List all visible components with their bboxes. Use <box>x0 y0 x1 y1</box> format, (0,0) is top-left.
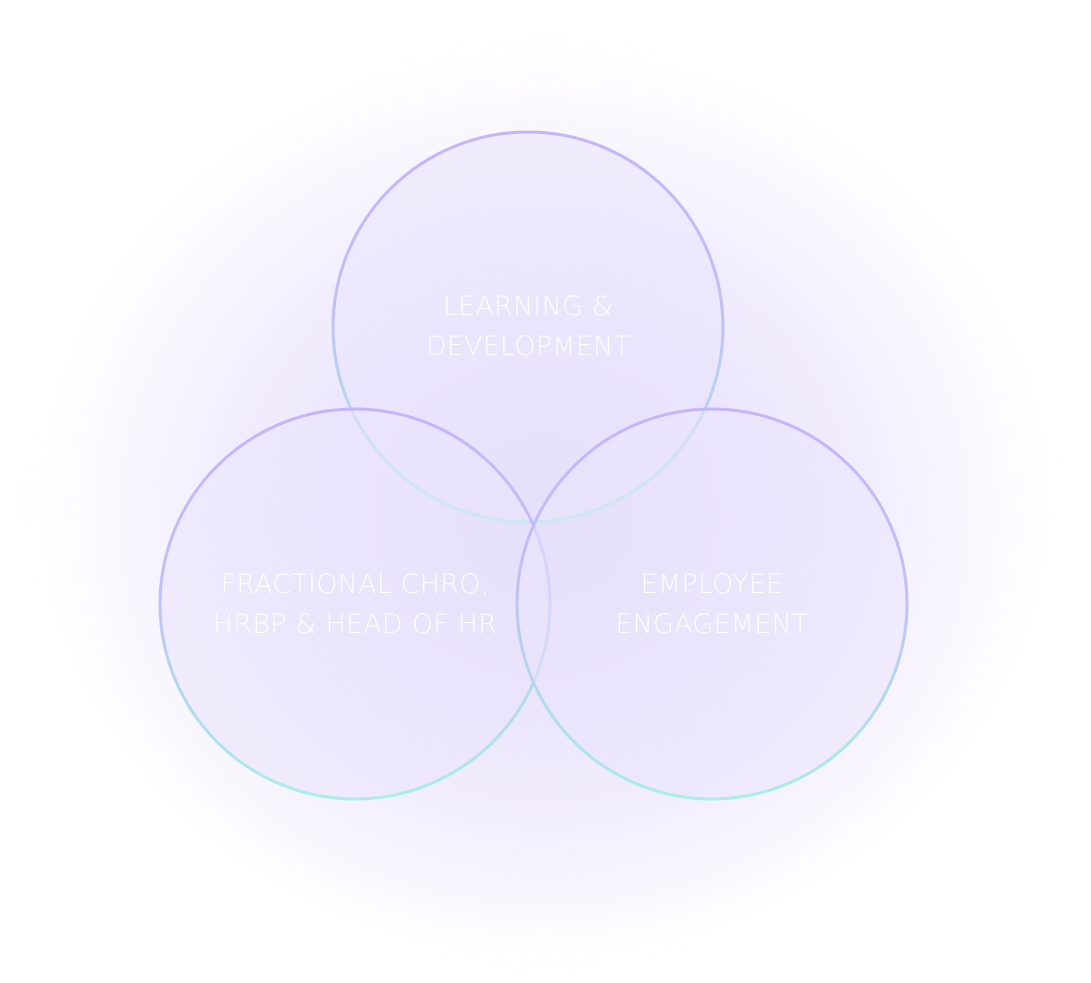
label-line: LEARNING & <box>442 291 614 322</box>
label-line: FRACTIONAL CHRO, <box>220 569 490 600</box>
circle-employee-engagement <box>515 407 909 801</box>
label-line: HRBP & HEAD OF HR <box>212 609 498 640</box>
label-employee-engagement: EMPLOYEE ENGAGEMENT <box>522 565 902 645</box>
label-line: DEVELOPMENT <box>425 331 631 362</box>
label-fractional-chro: FRACTIONAL CHRO, HRBP & HEAD OF HR <box>165 565 545 645</box>
label-line: ENGAGEMENT <box>615 609 809 640</box>
label-line: EMPLOYEE <box>640 569 784 600</box>
label-learning-development: LEARNING & DEVELOPMENT <box>338 287 718 367</box>
